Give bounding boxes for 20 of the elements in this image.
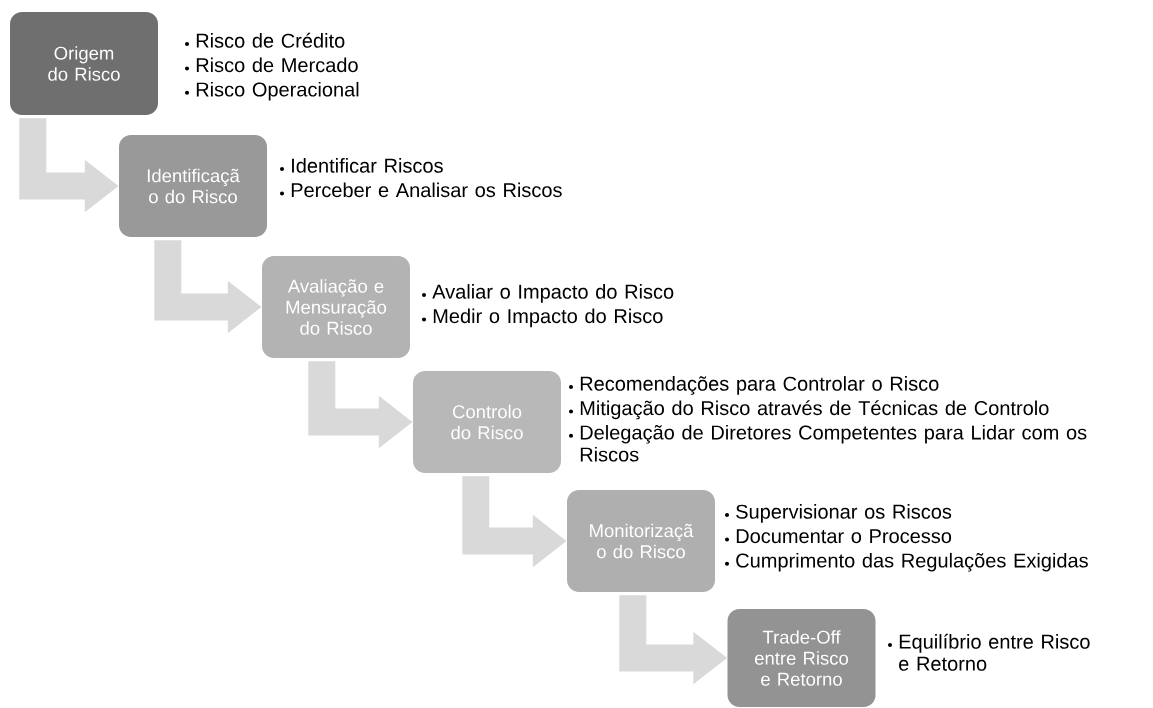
bullet-item: Identificar Riscos xyxy=(280,158,443,173)
process-box: Origem do Risco xyxy=(10,12,158,115)
bullet-item: Supervisionar os Riscos xyxy=(725,504,952,523)
bullet-item: Perceber e Analisar os Riscos xyxy=(280,182,562,198)
process-box: Identificaçã o do Risco xyxy=(119,135,267,237)
bullet-item: Documentar o Processo xyxy=(725,529,952,544)
process-box: Controlo do Risco xyxy=(413,371,561,473)
bullet-item: Risco Operacional xyxy=(185,81,359,101)
process-box: Trade-Off entre Risco e Retorno xyxy=(727,609,876,707)
bullet-item: Risco de Mercado xyxy=(185,57,358,73)
bullet-item: Equilíbrio entre Risco e Retorno xyxy=(888,633,1090,671)
bullet-item: Risco de Crédito xyxy=(185,32,345,48)
bullet-item: Avaliar o Impacto do Risco xyxy=(422,284,674,303)
bullet-item: Cumprimento das Regulações Exigidas xyxy=(725,552,1088,572)
bullet-item: Medir o Impacto do Risco xyxy=(422,308,663,328)
process-box: Monitorizaçã o do Risco xyxy=(567,490,715,592)
bullet-item: Recomendações para Controlar o Risco xyxy=(569,376,939,395)
process-box: Avaliação e Mensuração do Risco xyxy=(262,256,410,358)
bullet-item: Delegação de Diretores Competentes para Lidar com os Riscos xyxy=(569,424,1087,462)
bullet-item: Mitigação do Risco através de Técnicas de Controlo xyxy=(569,400,1049,420)
